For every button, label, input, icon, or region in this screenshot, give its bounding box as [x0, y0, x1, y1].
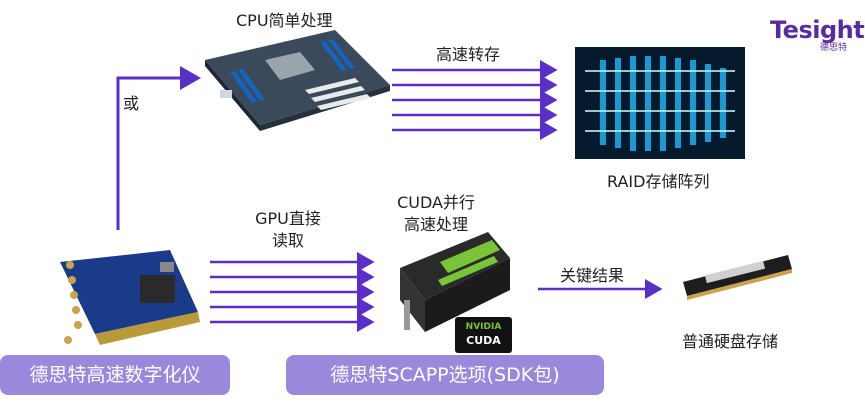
cpu-label: CPU简单处理: [236, 11, 333, 30]
digitizer-card-illustration: [60, 250, 200, 345]
logo-sub: 德思特: [820, 43, 848, 53]
nvidia-brand: NVIDIA: [465, 322, 502, 332]
gpu-card-illustration: [400, 232, 510, 332]
raid-image: [575, 47, 745, 159]
or-label: 或: [123, 94, 140, 113]
logo-mark: Tesight: [770, 16, 865, 44]
cuda-line2: 高速处理: [403, 215, 468, 234]
gpu-read-line2: 读取: [271, 231, 304, 250]
scapp-pill: 德思特SCAPP选项(SDK包): [286, 355, 604, 395]
or-path-arrow: [116, 66, 201, 230]
raid-label: RAID存储阵列: [607, 172, 710, 191]
digitizer-pill: 德思特高速数字化仪: [0, 355, 230, 395]
cuda-product: CUDA: [466, 334, 501, 347]
cpu-to-raid-arrows: [392, 60, 558, 140]
motherboard-illustration: [205, 30, 390, 131]
gpu-read-line1: GPU直接: [255, 209, 321, 228]
cuda-label: CUDA并行 高速处理: [386, 192, 486, 236]
fast-store-label: 高速转存: [436, 45, 501, 64]
disk-label: 普通硬盘存储: [682, 332, 779, 351]
gpu-read-label: GPU直接 读取: [248, 208, 328, 252]
key-result-label: 关键结果: [560, 266, 625, 285]
nvidia-cuda-badge: NVIDIA CUDA: [455, 317, 512, 353]
ssd-illustration: [683, 255, 792, 300]
cuda-line1: CUDA并行: [397, 193, 475, 212]
digitizer-to-gpu-arrows: [210, 252, 375, 332]
tesight-logo: Tesight 德思特: [770, 16, 865, 53]
